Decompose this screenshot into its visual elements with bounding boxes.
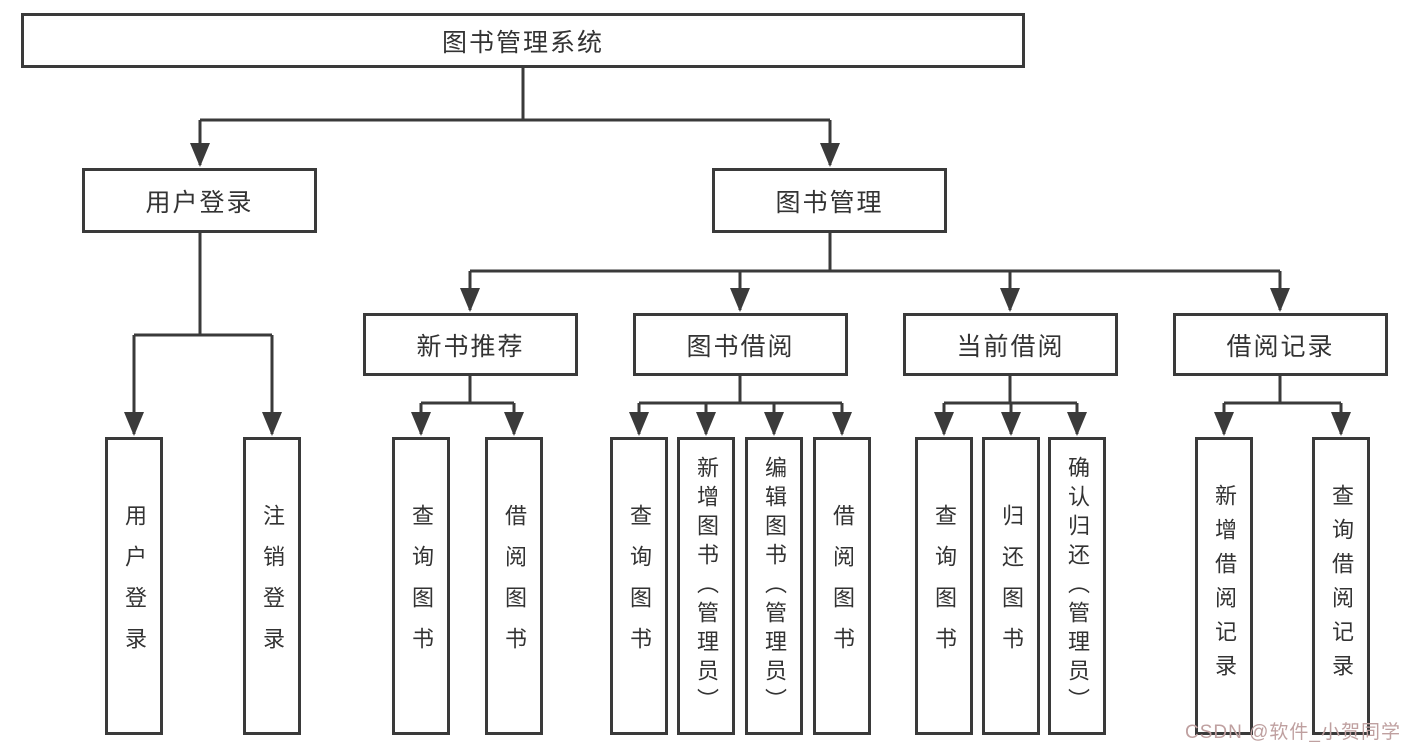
- leaf-borrow-query: 查询图书: [610, 437, 668, 735]
- node-user-login-label: 用户登录: [145, 188, 254, 217]
- watermark: CSDN @软件_小贺同学: [1185, 722, 1401, 743]
- node-root-label: 图书管理系统: [441, 28, 604, 57]
- node-borrow-record: 借阅记录: [1173, 313, 1388, 376]
- leaf-current-confirm-admin: 确认归还（管理员）: [1048, 437, 1106, 735]
- leaf-logout: 注销登录: [243, 437, 301, 735]
- leaf-borrow-edit-admin: 编辑图书（管理员）: [745, 437, 803, 735]
- leaf-record-query-label: 查询借阅记录: [1329, 484, 1354, 688]
- leaf-user-login: 用户登录: [105, 437, 163, 735]
- leaf-borrow-add-admin: 新增图书（管理员）: [677, 437, 735, 735]
- node-book-management: 图书管理: [712, 168, 947, 233]
- connector-group: [124, 68, 1351, 436]
- node-current-borrow: 当前借阅: [903, 313, 1118, 376]
- leaf-newbook-query-label: 查询图书: [409, 504, 434, 668]
- leaf-current-query-label: 查询图书: [932, 504, 957, 668]
- node-root-system: 图书管理系统: [21, 13, 1025, 68]
- leaf-logout-label: 注销登录: [260, 504, 285, 668]
- leaf-current-return: 归还图书: [982, 437, 1040, 735]
- node-book-borrow: 图书借阅: [633, 313, 848, 376]
- leaf-borrow-query-label: 查询图书: [627, 504, 652, 668]
- node-borrow-record-label: 借阅记录: [1226, 332, 1335, 361]
- leaf-newbook-borrow-label: 借阅图书: [502, 504, 527, 668]
- leaf-current-return-label: 归还图书: [999, 504, 1024, 668]
- node-user-login: 用户登录: [82, 168, 317, 233]
- node-current-borrow-label: 当前借阅: [956, 332, 1065, 361]
- leaf-user-login-label: 用户登录: [122, 504, 147, 668]
- leaf-newbook-borrow: 借阅图书: [485, 437, 543, 735]
- leaf-record-add-label: 新增借阅记录: [1212, 484, 1237, 688]
- node-book-borrow-label: 图书借阅: [686, 332, 795, 361]
- leaf-current-query: 查询图书: [915, 437, 973, 735]
- leaf-borrow-add-admin-label: 新增图书（管理员）: [694, 455, 719, 717]
- leaf-newbook-query: 查询图书: [392, 437, 450, 735]
- node-new-book-recommend: 新书推荐: [363, 313, 578, 376]
- leaf-record-query: 查询借阅记录: [1312, 437, 1370, 735]
- node-book-management-label: 图书管理: [775, 188, 884, 217]
- node-new-book-recommend-label: 新书推荐: [416, 332, 525, 361]
- leaf-borrow-borrow-label: 借阅图书: [830, 504, 855, 668]
- leaf-borrow-borrow: 借阅图书: [813, 437, 871, 735]
- leaf-borrow-edit-admin-label: 编辑图书（管理员）: [762, 455, 787, 717]
- leaf-record-add: 新增借阅记录: [1195, 437, 1253, 735]
- leaf-current-confirm-admin-label: 确认归还（管理员）: [1065, 455, 1090, 717]
